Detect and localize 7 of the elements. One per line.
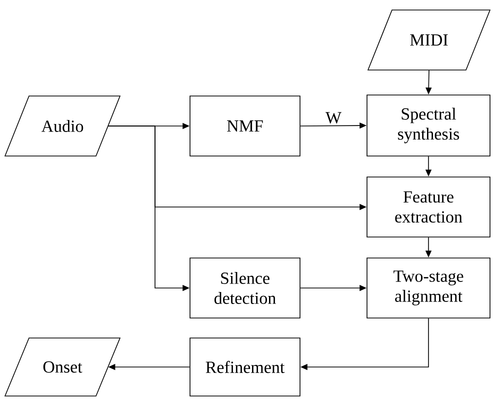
process-box: Two-stage alignment xyxy=(366,258,490,318)
process-box: Refinement xyxy=(190,338,300,396)
process-box: Feature extraction xyxy=(366,176,490,238)
process-box: Silence detection xyxy=(190,258,300,318)
edge-label: W xyxy=(324,111,343,125)
process-box: NMF xyxy=(190,96,300,156)
process-box: Spectral synthesis xyxy=(366,94,490,156)
